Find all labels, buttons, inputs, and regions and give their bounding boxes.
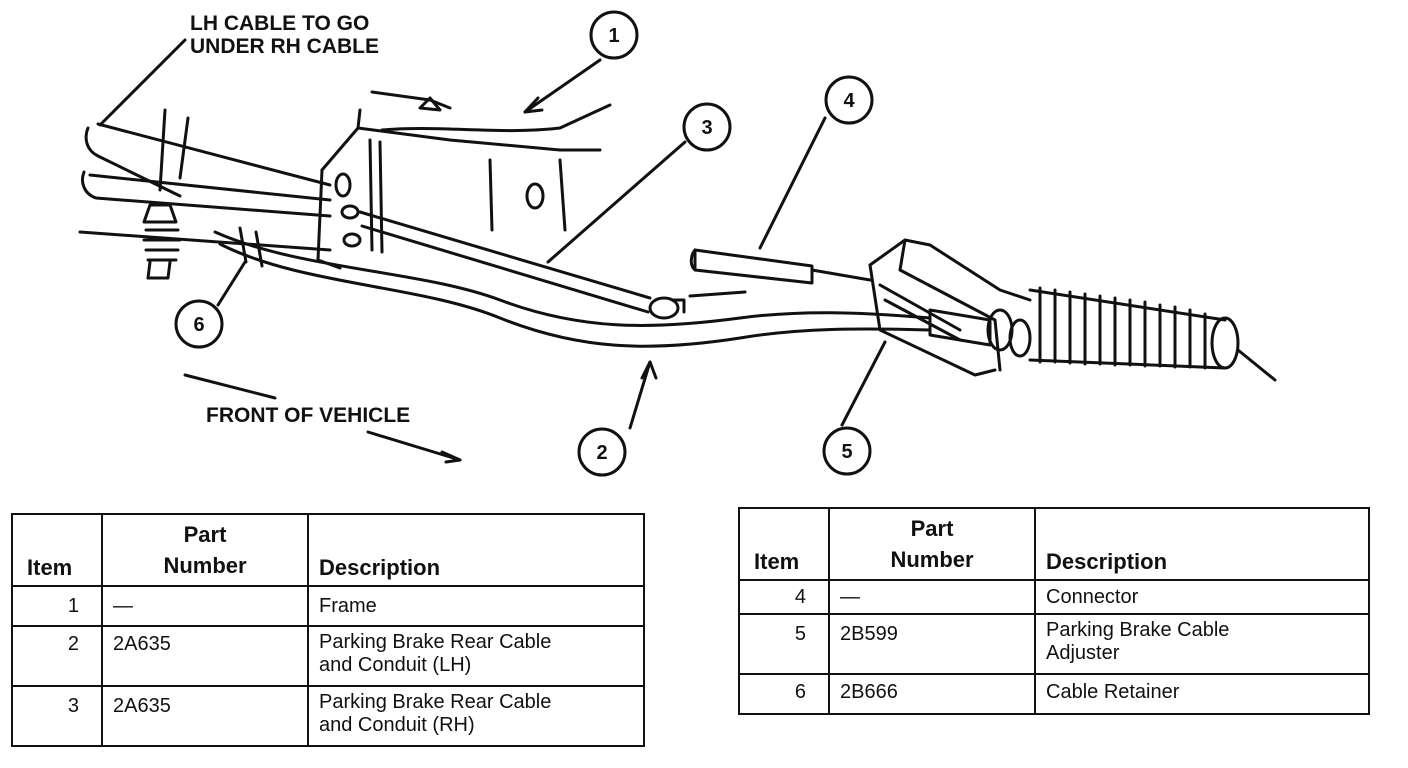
- description-cell: Parking Brake Rear Cable and Conduit (LH…: [307, 625, 645, 687]
- rh-cable-conduit: [358, 210, 747, 320]
- part-cell: —: [828, 579, 1036, 615]
- item-cell: 5: [738, 613, 830, 675]
- table-row: 1 — Frame: [11, 585, 645, 627]
- description-line1: Frame: [319, 595, 377, 617]
- parts-table-left: Item Part Number Description 1 — Frame 2…: [11, 513, 645, 747]
- part-header-line2: Number: [890, 547, 974, 572]
- table-header-row: Item Part Number Description: [738, 507, 1370, 581]
- front-of-vehicle-label: FRONT OF VEHICLE: [206, 404, 410, 427]
- callout-2: 2: [577, 427, 627, 477]
- part-cell: 2B599: [828, 613, 1036, 675]
- parts-table-right: Item Part Number Description 4 — Connect…: [738, 507, 1370, 715]
- table-row: 3 2A635 Parking Brake Rear Cable and Con…: [11, 685, 645, 747]
- item-cell: 2: [11, 625, 103, 687]
- callout-1: 1: [589, 10, 639, 60]
- leader-lines: [98, 38, 887, 464]
- description-line1: Parking Brake Cable: [1046, 619, 1230, 641]
- part-cell: 2B666: [828, 673, 1036, 715]
- item-cell: 4: [738, 579, 830, 615]
- description-line1: Connector: [1046, 586, 1139, 608]
- lh-cable-note-line1: LH CABLE TO GO: [190, 12, 369, 35]
- item-cell: 1: [11, 585, 103, 627]
- description-line2: and Conduit (LH): [319, 654, 472, 676]
- spring-mount: [142, 203, 182, 280]
- lh-cable-conduit: [213, 226, 932, 348]
- item-cell: 3: [11, 685, 103, 747]
- description-cell: Parking Brake Cable Adjuster: [1034, 613, 1370, 675]
- frame-bracket: [316, 90, 612, 270]
- description-cell: Cable Retainer: [1034, 673, 1370, 715]
- part-cell: 2A635: [101, 685, 309, 747]
- callout-1-label: 1: [608, 25, 619, 47]
- callout-5-label: 5: [841, 441, 852, 463]
- item-header: Item: [738, 507, 830, 581]
- parking-brake-cable-diagram: 1 2 3 4 5 6 LH CABLE TO GO UNDER RH CABL…: [78, 10, 1277, 477]
- table-row: 5 2B599 Parking Brake Cable Adjuster: [738, 613, 1370, 675]
- description-cell: Frame: [307, 585, 645, 627]
- callout-4-label: 4: [843, 90, 855, 112]
- cable-adjuster: [868, 238, 1032, 377]
- table-row: 2 2A635 Parking Brake Rear Cable and Con…: [11, 625, 645, 687]
- part-header-line1: Part: [910, 516, 954, 541]
- callout-3: 3: [682, 102, 732, 152]
- callout-4: 4: [824, 75, 874, 125]
- part-cell: 2A635: [101, 625, 309, 687]
- description-header: Description: [307, 513, 645, 587]
- description-line2: and Conduit (RH): [319, 714, 475, 736]
- table-row: 6 2B666 Cable Retainer: [738, 673, 1370, 715]
- part-cell: —: [101, 585, 309, 627]
- item-header: Item: [11, 513, 103, 587]
- table-row: 4 — Connector: [738, 579, 1370, 615]
- description-line1: Parking Brake Rear Cable: [319, 691, 552, 713]
- cross-member-tubes: [78, 108, 332, 252]
- callout-3-label: 3: [701, 117, 712, 139]
- part-header-line1: Part: [183, 522, 227, 547]
- part-number-header: Part Number: [828, 507, 1036, 581]
- description-header: Description: [1034, 507, 1370, 581]
- part-header-line2: Number: [163, 553, 247, 578]
- description-line1: Cable Retainer: [1046, 681, 1180, 703]
- item-cell: 6: [738, 673, 830, 715]
- callout-2-label: 2: [596, 442, 607, 464]
- callout-6-label: 6: [193, 314, 204, 336]
- callout-circles: 1 2 3 4 5 6: [174, 10, 874, 477]
- corrugated-boot: [1028, 286, 1277, 382]
- description-line1: Parking Brake Rear Cable: [319, 631, 552, 653]
- callout-5: 5: [822, 426, 872, 476]
- part-number-header: Part Number: [101, 513, 309, 587]
- callout-6: 6: [174, 299, 224, 349]
- description-cell: Parking Brake Rear Cable and Conduit (RH…: [307, 685, 645, 747]
- table-header-row: Item Part Number Description: [11, 513, 645, 587]
- connector: [689, 248, 872, 285]
- description-line2: Adjuster: [1046, 642, 1120, 664]
- lh-cable-note-line2: UNDER RH CABLE: [190, 35, 379, 58]
- description-cell: Connector: [1034, 579, 1370, 615]
